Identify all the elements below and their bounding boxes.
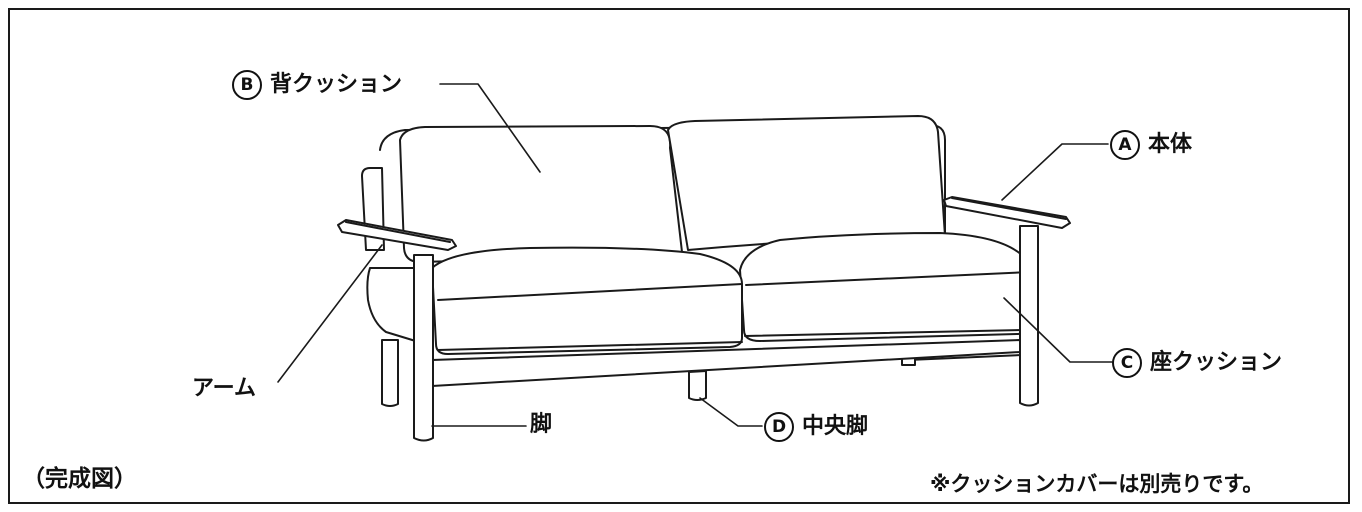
seat-cushion-left-seam xyxy=(437,283,743,301)
label-arm: アーム xyxy=(192,376,257,401)
center-front-leg xyxy=(688,370,707,401)
seat-cushion-left xyxy=(431,246,743,355)
label-leg: 脚 xyxy=(530,412,553,437)
left-arm xyxy=(337,219,457,251)
right-arm-top xyxy=(951,197,1067,220)
cover-note: ※クッションカバーは別売りです。 xyxy=(930,472,1264,496)
leader-a xyxy=(1001,143,1109,201)
right-arm xyxy=(943,196,1071,229)
left-arm-top xyxy=(345,221,451,243)
seat-cushion-right-seam xyxy=(745,271,1031,286)
leader-d xyxy=(699,397,763,427)
leader-arm xyxy=(277,244,383,383)
label-a-marker: A xyxy=(1110,130,1140,160)
caption: （完成図） xyxy=(22,466,137,492)
label-d-marker: D xyxy=(764,412,794,442)
leader-c xyxy=(1003,297,1113,363)
left-front-post xyxy=(413,254,434,442)
rear-left-leg xyxy=(381,339,399,407)
label-c-marker: C xyxy=(1112,348,1142,378)
right-front-post xyxy=(1019,225,1039,407)
seat-cushion-left-bottom xyxy=(437,341,743,351)
figure-frame xyxy=(8,8,1350,504)
seat-cushion-right-bottom xyxy=(744,329,1025,337)
leader-b xyxy=(439,83,541,173)
back-cushion-right xyxy=(667,115,946,251)
label-b-marker: B xyxy=(232,70,262,100)
seat-cushion-right xyxy=(739,232,1031,342)
